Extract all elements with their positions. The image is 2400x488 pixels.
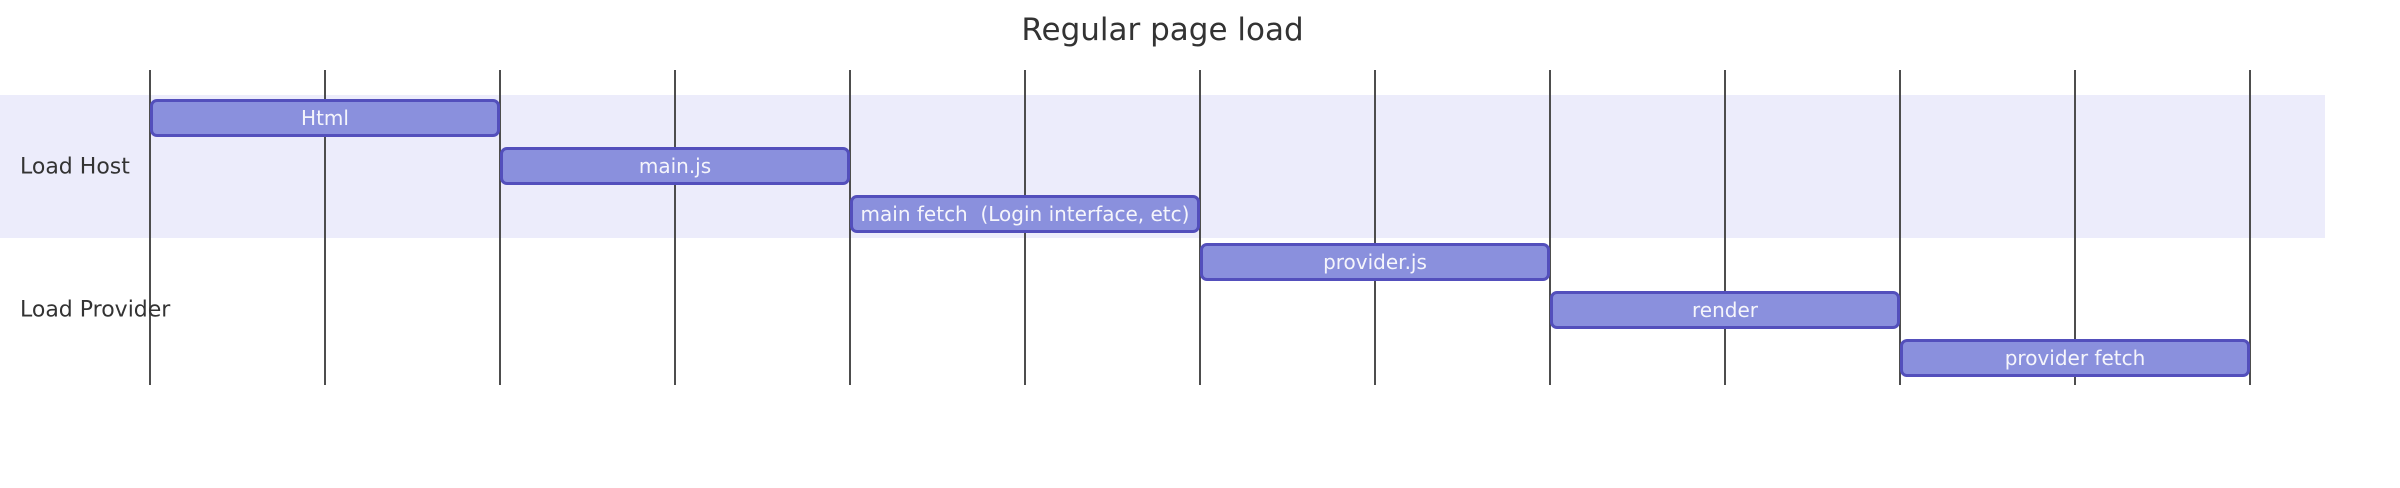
grid-line bbox=[324, 70, 326, 385]
grid-line bbox=[674, 70, 676, 385]
grid-line bbox=[1199, 70, 1201, 385]
grid-line bbox=[2249, 70, 2251, 385]
task-bar: main.js bbox=[500, 147, 850, 185]
grid-line bbox=[149, 70, 151, 385]
task-label: provider fetch bbox=[2004, 346, 2146, 370]
task-label: render bbox=[1692, 298, 1758, 322]
task-bar: Html bbox=[150, 99, 500, 137]
chart-title: Regular page load bbox=[1021, 12, 1304, 48]
grid-line bbox=[1549, 70, 1551, 385]
grid-line bbox=[1724, 70, 1726, 385]
task-label: Html bbox=[301, 106, 349, 130]
task-label: main.js bbox=[638, 154, 712, 178]
task-label: provider.js bbox=[1323, 250, 1427, 274]
grid-line bbox=[499, 70, 501, 385]
section-label: Load Host bbox=[20, 154, 130, 179]
section-label: Load Provider bbox=[20, 297, 171, 322]
task-bar: provider.js bbox=[1200, 243, 1550, 281]
task-bar: main fetch (Login interface, etc) bbox=[850, 195, 1200, 233]
grid-line bbox=[1899, 70, 1901, 385]
grid-line bbox=[1374, 70, 1376, 385]
task-label: main fetch (Login interface, etc) bbox=[860, 202, 1190, 226]
task-bar: provider fetch bbox=[1900, 339, 2250, 377]
task-bar: render bbox=[1550, 291, 1900, 329]
grid-line bbox=[2074, 70, 2076, 385]
